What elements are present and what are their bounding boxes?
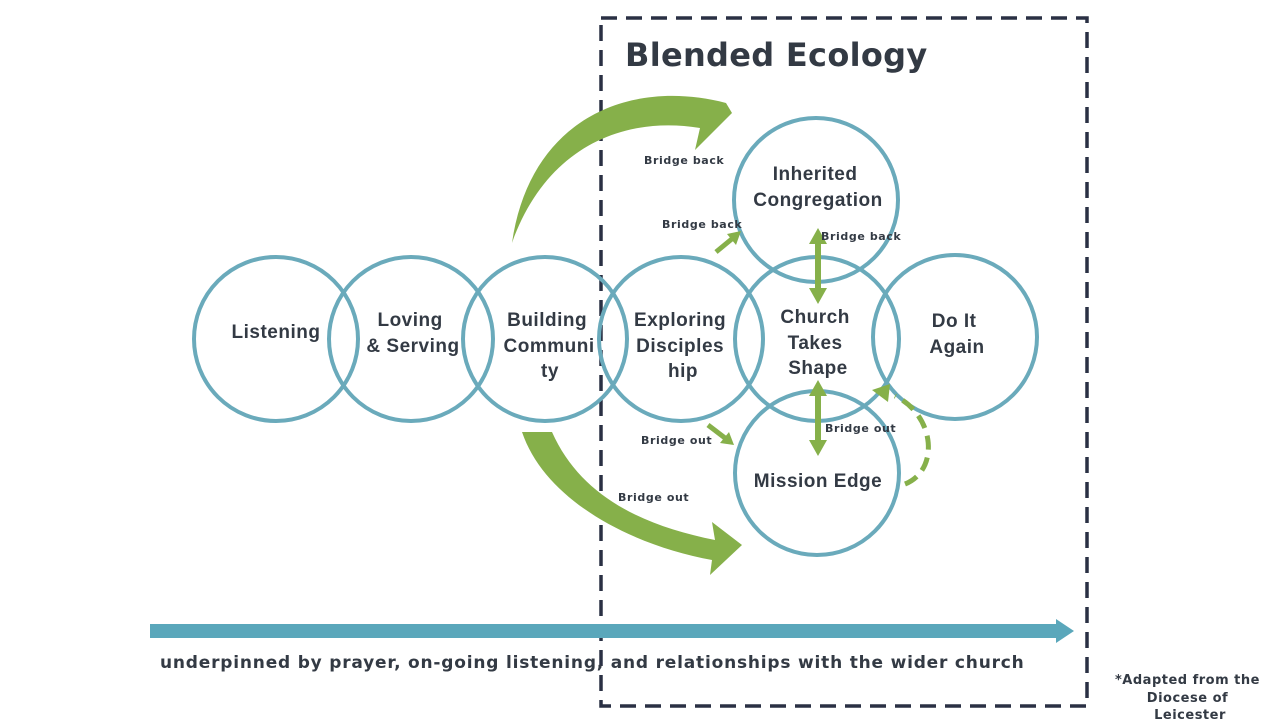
small-arrows bbox=[706, 228, 931, 487]
label-do-it-again: Do It Again bbox=[929, 311, 984, 358]
circle-listening bbox=[192, 255, 360, 423]
big-arrow-bridge-out bbox=[522, 432, 742, 575]
big-arrow-bridge-back bbox=[512, 95, 732, 243]
circle-do-it-again bbox=[871, 253, 1039, 421]
label-church-takes-shape: Church Takes Shape bbox=[780, 307, 855, 379]
dashed-loop-arrow bbox=[872, 384, 931, 487]
bridge-out-label-mid: Bridge out bbox=[641, 434, 712, 447]
bridge-labels: Bridge back Bridge back Bridge back Brid… bbox=[618, 154, 901, 504]
bridge-back-label-top: Bridge back bbox=[644, 154, 724, 167]
label-mission-edge: Mission Edge bbox=[754, 471, 882, 492]
circle-loving-serving bbox=[327, 255, 495, 423]
timeline-arrow bbox=[150, 619, 1074, 643]
bridge-out-label-bottom: Bridge out bbox=[618, 491, 689, 504]
diagram-title: Blended Ecology bbox=[625, 36, 928, 74]
circle-labels: Listening Loving & Serving Building Comm… bbox=[232, 164, 985, 492]
double-arrow-church-mission bbox=[809, 380, 827, 456]
bridge-back-label-mid: Bridge back bbox=[662, 218, 742, 231]
circle-exploring-discipleship bbox=[597, 255, 765, 423]
large-arrows bbox=[512, 95, 742, 575]
credit-note: *Adapted from the Diocese of Leicester bbox=[1115, 673, 1265, 720]
double-arrow-inherited-church bbox=[809, 228, 827, 304]
label-listening: Listening bbox=[232, 322, 321, 343]
arrow-exploring-to-mission bbox=[706, 423, 734, 445]
bridge-out-label-right: Bridge out bbox=[825, 422, 896, 435]
label-inherited-congregation: Inherited Congregation bbox=[753, 164, 883, 211]
label-loving-serving: Loving & Serving bbox=[366, 310, 459, 357]
footer-text: underpinned by prayer, on-going listenin… bbox=[160, 653, 1025, 673]
label-building-community: Building Communi ty bbox=[504, 310, 601, 382]
bridge-back-label-right: Bridge back bbox=[821, 230, 901, 243]
arrow-exploring-to-inherited bbox=[714, 231, 741, 254]
circle-building-community bbox=[461, 255, 629, 423]
label-exploring-discipleship: Exploring Disciples hip bbox=[634, 310, 732, 382]
